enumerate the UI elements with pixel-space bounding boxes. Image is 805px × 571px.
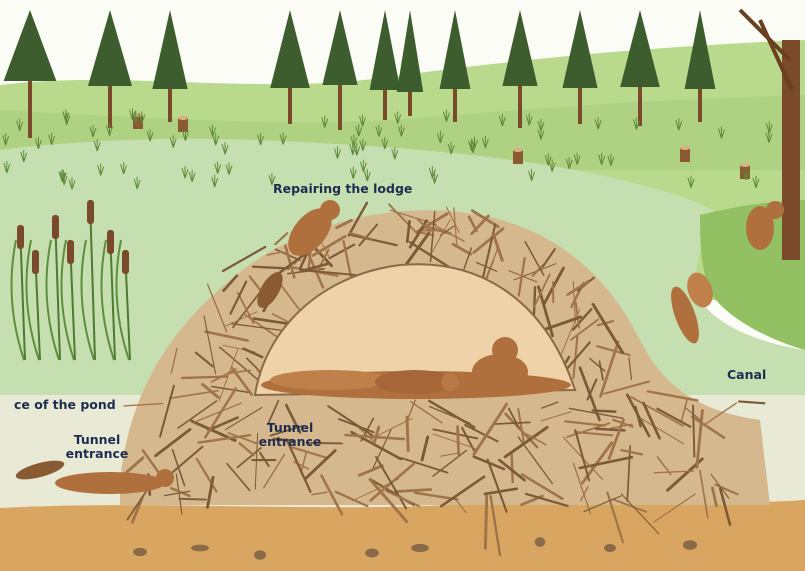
label-line: entrance: [250, 435, 330, 449]
stump-icon: [680, 146, 690, 162]
label-repairing-the-lodge: Repairing the lodge: [273, 182, 412, 196]
stump-icon: [513, 148, 523, 164]
stump-icon: [178, 116, 188, 132]
pond-bottom: [0, 500, 805, 571]
label-text: ce of the pond: [14, 397, 116, 412]
label-tunnel-entrance-center: Tunnel entrance: [250, 421, 330, 449]
label-text: Canal: [727, 367, 766, 382]
label-canal: Canal: [727, 368, 766, 382]
label-line: entrance: [57, 447, 137, 461]
label-surface-of-the-pond: ce of the pond: [14, 398, 116, 412]
label-line: Tunnel: [250, 421, 330, 435]
label-tunnel-entrance-left: Tunnel entrance: [57, 433, 137, 461]
label-line: Tunnel: [57, 433, 137, 447]
label-text: Repairing the lodge: [273, 181, 412, 196]
